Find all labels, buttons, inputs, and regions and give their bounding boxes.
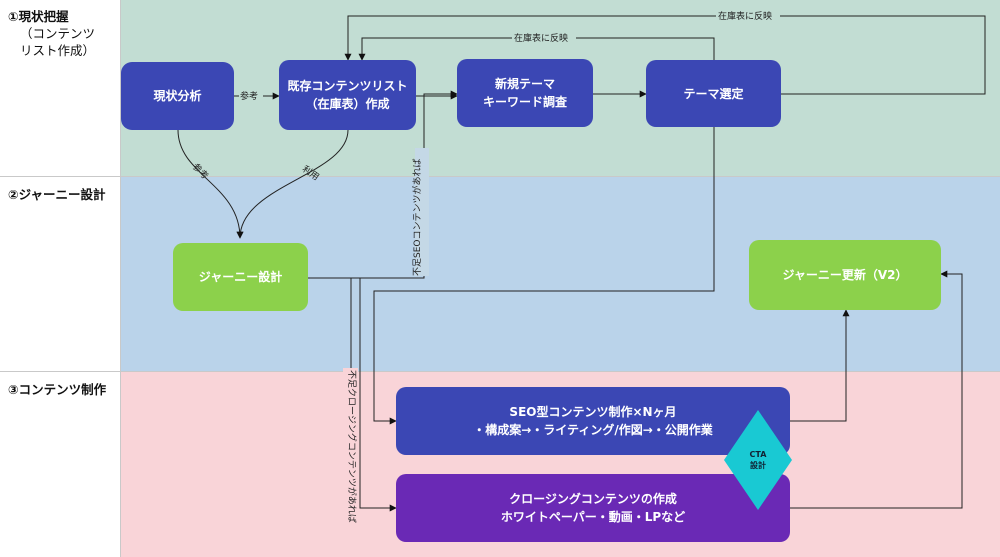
lane-label-3: ③コンテンツ制作 — [8, 382, 107, 397]
node-label: （在庫表）作成 — [305, 97, 390, 111]
edge-kizon-to-journey — [236, 129, 349, 239]
node-label: テーマ選定 — [683, 86, 744, 101]
node-label: ジャーニー設計 — [198, 270, 283, 284]
edge-closing-to-v2 — [790, 270, 963, 509]
edge-label-zaiko-outer: 在庫表に反映 — [718, 10, 772, 22]
edge-theme-to-kizon-outer — [344, 15, 986, 95]
node-label: ホワイトペーパー・動画・LPなど — [500, 510, 686, 524]
node-label: 既存コンテンツリスト — [287, 79, 408, 93]
edge-label-sanko: 参考 — [240, 90, 258, 102]
edge-journey-to-closing — [359, 278, 397, 512]
edge-label-fusoku-seo: 不足SEOコンテンツがあれば — [411, 159, 423, 276]
node-label: クロージングコンテンツの作成 — [509, 492, 677, 506]
lane-subtitle: リスト作成） — [20, 43, 96, 58]
node-theme-sentei[interactable]: テーマ選定 — [646, 60, 781, 127]
node-closing-contents[interactable]: クロージングコンテンツの作成 ホワイトペーパー・動画・LPなど — [396, 474, 790, 542]
edge-label-zaiko-inner: 在庫表に反映 — [514, 32, 568, 44]
node-shinki-theme[interactable]: 新規テーマ キーワード調査 — [457, 59, 593, 127]
edge-label-riyo: 利用 — [300, 163, 322, 183]
lane-label-2: ②ジャーニー設計 — [8, 187, 106, 202]
node-journey-v2[interactable]: ジャーニー更新（V2） — [749, 240, 941, 310]
node-label: SEO型コンテンツ制作×Nヶ月 — [509, 405, 677, 419]
edge-label-fusoku-closing: 不足クロージングコンテンツがあれば — [346, 370, 358, 523]
lane-title: ①現状把握 — [8, 9, 69, 24]
node-seo-contents[interactable]: SEO型コンテンツ制作×Nヶ月 ・構成案→・ライティング/作図→・公開作業 — [396, 387, 790, 455]
node-label: 新規テーマ — [494, 77, 555, 91]
node-cta-label: CTA 設計 — [738, 449, 778, 471]
lane-header-divider — [120, 0, 121, 557]
lane-label-1: ①現状把握 （コンテンツ リスト作成） — [8, 8, 118, 59]
node-label: ・構成案→・ライティング/作図→・公開作業 — [473, 423, 713, 437]
edge-label-sanko-2: 参考 — [190, 161, 211, 182]
cta-label-line: CTA — [749, 450, 767, 459]
node-genjo-bunseki[interactable]: 現状分析 — [121, 62, 234, 130]
node-journey-sekkei[interactable]: ジャーニー設計 — [173, 243, 308, 311]
node-label: キーワード調査 — [482, 95, 567, 109]
node-label: ジャーニー更新（V2） — [782, 268, 908, 282]
lane-divider — [0, 176, 1000, 177]
edge-seo-to-v2 — [790, 309, 850, 422]
edge-genjo-to-journey — [177, 129, 244, 239]
lane-divider — [0, 371, 1000, 372]
edge-theme-to-seo — [373, 127, 715, 425]
node-cta-diamond[interactable] — [723, 409, 793, 511]
cta-label-line: 設計 — [750, 461, 766, 470]
lane-subtitle: （コンテンツ — [20, 26, 96, 41]
node-label: 現状分析 — [153, 89, 202, 103]
node-kizon-list[interactable]: 既存コンテンツリスト （在庫表）作成 — [279, 60, 416, 130]
